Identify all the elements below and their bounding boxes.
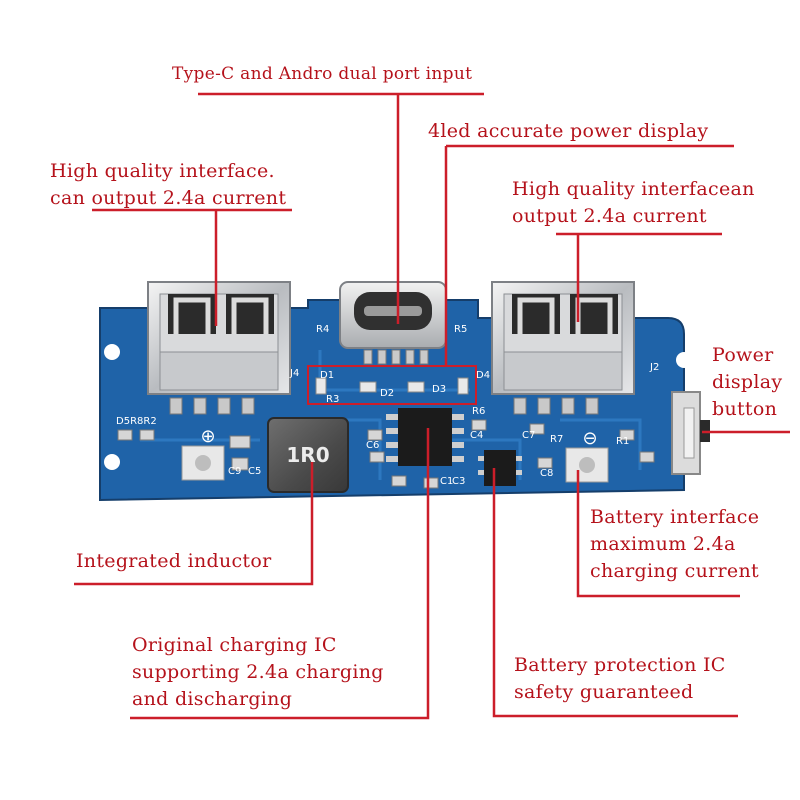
svg-text:D4: D4	[476, 370, 490, 381]
inductor-marking: 1R0	[286, 443, 329, 467]
annotation-text: Battery protection IC	[514, 654, 726, 676]
annotation-power-button: Power display button	[712, 342, 782, 423]
annotation-led-display: 4led accurate power display	[428, 118, 708, 145]
annotation-text: maximum 2.4a	[590, 533, 736, 555]
svg-text:C1: C1	[440, 476, 453, 487]
annotation-inductor: Integrated inductor	[76, 548, 272, 575]
annotation-protection-ic: Battery protection IC safety guaranteed	[514, 652, 726, 706]
annotation-text: button	[712, 398, 778, 420]
annotation-text: Integrated inductor	[76, 550, 272, 572]
annotation-text: 4led accurate power display	[428, 120, 709, 142]
annotation-battery-interface: Battery interface maximum 2.4a charging …	[590, 504, 759, 585]
annotation-text: Type-C and Andro dual port input	[172, 64, 473, 84]
svg-text:C5: C5	[248, 466, 261, 477]
svg-text:J2: J2	[649, 362, 659, 373]
svg-text:D5R8R2: D5R8R2	[116, 416, 157, 427]
silkscreen-labels: J4 R4 R5 J2 D1 D2 D3 D4 R3 C6 C4 C7 R7 R…	[116, 324, 659, 487]
annotation-text: Battery interface	[590, 506, 760, 528]
svg-text:R4: R4	[316, 324, 329, 335]
annotation-dual-port-input: Type-C and Andro dual port input	[172, 61, 472, 88]
battery-plus-symbol: ⊕	[200, 426, 215, 447]
svg-text:C4: C4	[470, 430, 483, 441]
svg-text:R3: R3	[326, 394, 339, 405]
mounting-notch-left-2	[104, 454, 120, 470]
svg-text:D1: D1	[320, 370, 334, 381]
svg-text:C8: C8	[540, 468, 553, 479]
usb-c-port	[339, 281, 447, 365]
mounting-notch-right	[676, 352, 692, 368]
annotation-text: and discharging	[132, 688, 293, 710]
mounting-notch-left	[104, 344, 120, 360]
charging-ic-chip	[386, 408, 464, 466]
annotation-charging-ic: Original charging IC supporting 2.4a cha…	[132, 632, 384, 713]
svg-text:C6: C6	[366, 440, 379, 451]
svg-text:R1: R1	[616, 436, 629, 447]
inductor: 1R0	[267, 417, 349, 493]
smd-components	[117, 419, 655, 489]
usb-a-port-right	[491, 281, 635, 395]
protection-ic-chip	[478, 450, 522, 486]
svg-text:R6: R6	[472, 406, 485, 417]
svg-text:D3: D3	[432, 384, 446, 395]
annotation-text: Power	[712, 344, 774, 366]
svg-text:R7: R7	[550, 434, 563, 445]
svg-text:D2: D2	[380, 388, 394, 399]
annotation-text: Original charging IC	[132, 634, 337, 656]
usb-a-port-left	[147, 281, 291, 395]
annotation-text: High quality interface.	[50, 160, 275, 182]
battery-pads: ⊕ ⊖	[181, 426, 609, 483]
annotation-text: supporting 2.4a charging	[132, 661, 384, 683]
annotation-text: can output 2.4a current	[50, 187, 287, 209]
annotation-text: display	[712, 371, 783, 393]
svg-text:J4: J4	[289, 368, 299, 379]
svg-text:R5: R5	[454, 324, 467, 335]
battery-minus-symbol: ⊖	[582, 428, 597, 449]
leader-lines	[74, 92, 790, 720]
annotation-left-port: High quality interface. can output 2.4a …	[50, 158, 286, 212]
annotation-text: safety guaranteed	[514, 681, 694, 703]
annotation-text: output 2.4a current	[512, 205, 707, 227]
usb-pins	[169, 397, 599, 415]
svg-text:C3: C3	[452, 476, 465, 487]
svg-text:C7: C7	[522, 430, 535, 441]
annotation-right-port: High quality interfacean output 2.4a cur…	[512, 176, 755, 230]
svg-text:C9: C9	[228, 466, 241, 477]
annotation-text: High quality interfacean	[512, 178, 755, 200]
led-indicators	[307, 365, 477, 405]
annotation-text: charging current	[590, 560, 759, 582]
